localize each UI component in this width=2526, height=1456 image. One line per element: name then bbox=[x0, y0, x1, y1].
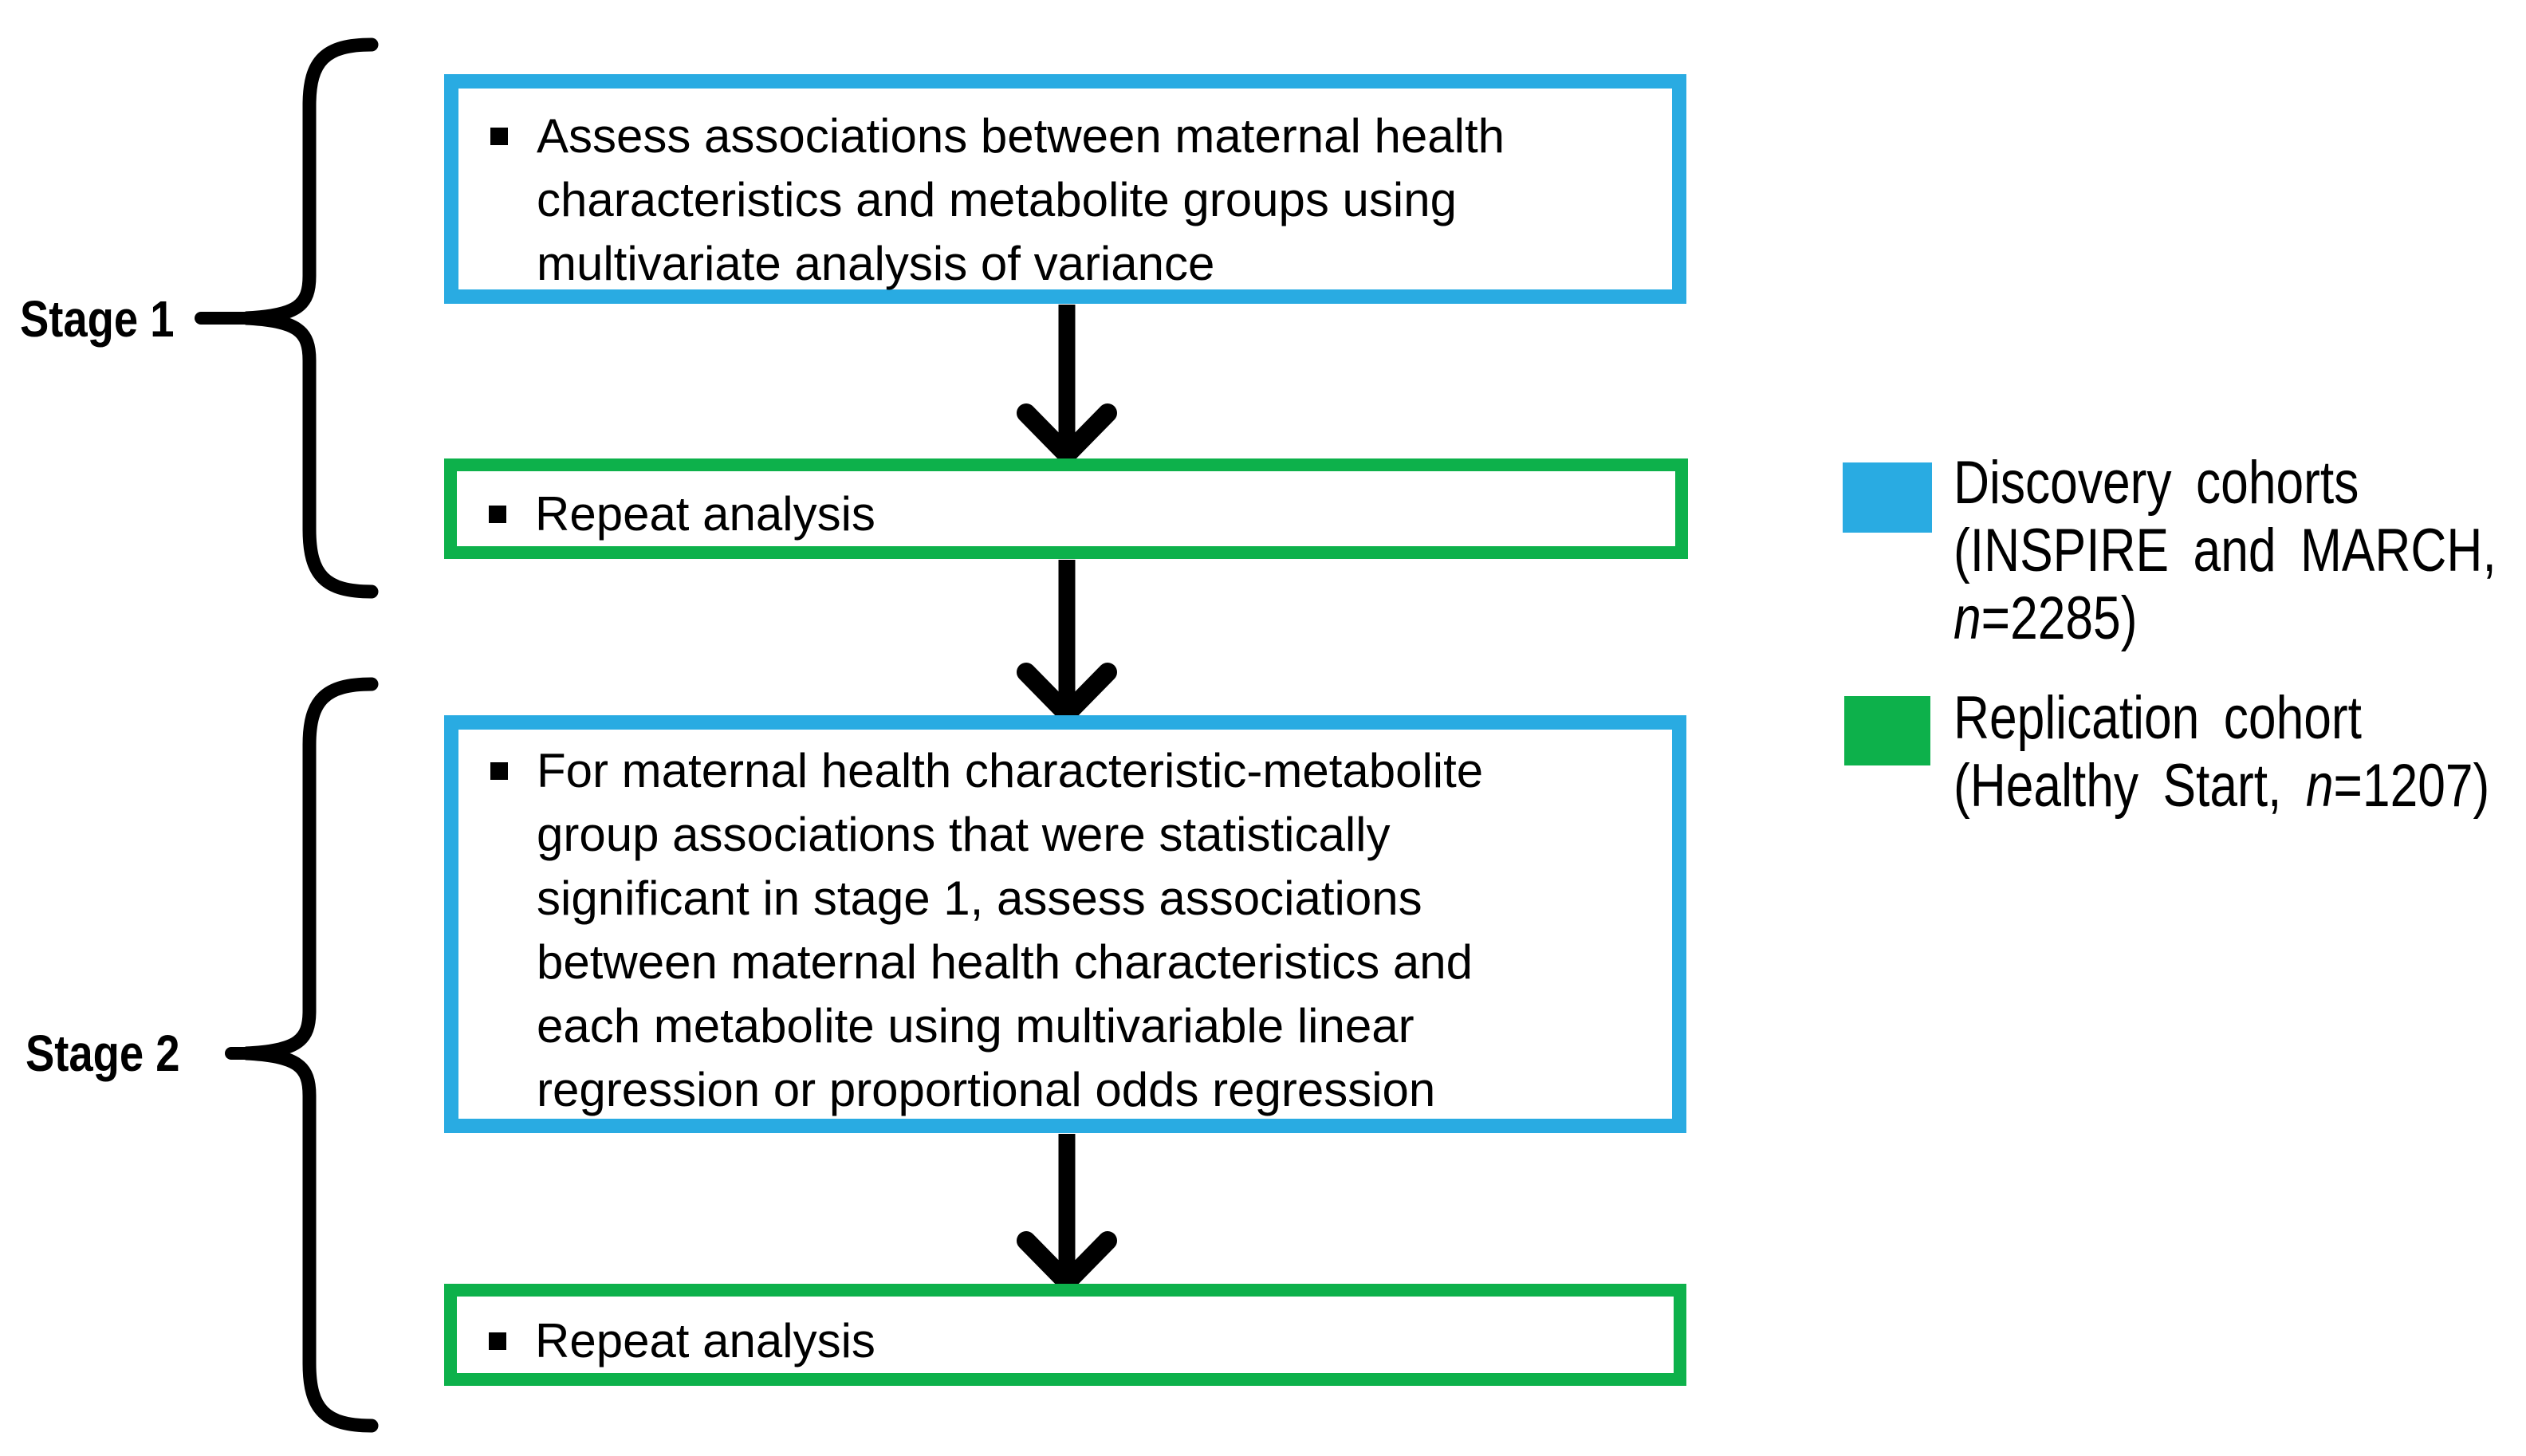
stage1-discovery-box: Assess associations between maternal hea… bbox=[444, 74, 1686, 304]
bullet-square-icon bbox=[490, 762, 508, 780]
stage2-replication-text: Repeat analysis bbox=[535, 1314, 875, 1367]
stage1-curly-brace-icon bbox=[195, 37, 379, 599]
stage2-discovery-text: For maternal health characteristic-metab… bbox=[537, 744, 1484, 1116]
stage2-curly-brace-icon bbox=[225, 677, 379, 1433]
down-arrow-icon bbox=[1017, 305, 1117, 464]
bullet-square-icon bbox=[490, 128, 508, 145]
replication-cohort-swatch bbox=[1844, 696, 1930, 765]
down-arrow-icon bbox=[1017, 1134, 1117, 1292]
legend-n-italic: n bbox=[1954, 584, 1981, 652]
legend-line: Replication cohort bbox=[1954, 684, 2362, 752]
stage2-label: Stage 2 bbox=[26, 1025, 180, 1082]
legend-line: (Healthy Start, bbox=[1954, 752, 2306, 820]
stage2-replication-box: Repeat analysis bbox=[444, 1284, 1686, 1386]
stage1-discovery-text: Assess associations between maternal hea… bbox=[537, 109, 1505, 290]
down-arrow-icon bbox=[1017, 560, 1117, 723]
discovery-cohorts-legend-text: Discovery cohorts (INSPIRE and MARCH, n=… bbox=[1954, 449, 2496, 652]
bullet-square-icon bbox=[489, 1332, 506, 1350]
legend-n-value: =1207) bbox=[2333, 752, 2490, 820]
stage1-replication-text: Repeat analysis bbox=[535, 487, 875, 541]
stage2-discovery-box: For maternal health characteristic-metab… bbox=[444, 715, 1686, 1133]
replication-cohort-legend-text: Replication cohort (Healthy Start, n=120… bbox=[1954, 684, 2489, 820]
legend-line: (INSPIRE and MARCH, bbox=[1954, 517, 2496, 584]
legend-n-value: =2285) bbox=[1981, 584, 2138, 652]
discovery-cohorts-swatch bbox=[1843, 462, 1932, 533]
bullet-square-icon bbox=[489, 506, 506, 523]
stage1-replication-box: Repeat analysis bbox=[444, 458, 1688, 559]
legend-line: Discovery cohorts bbox=[1954, 449, 2359, 517]
legend-n-italic: n bbox=[2305, 752, 2334, 820]
stage1-label: Stage 1 bbox=[20, 290, 175, 348]
